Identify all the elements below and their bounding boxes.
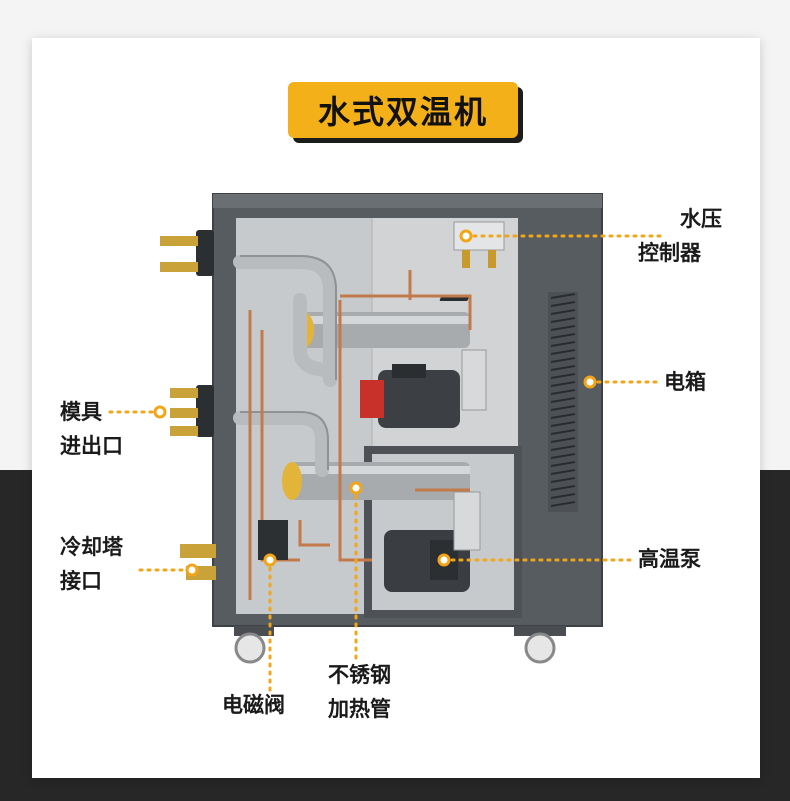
- callout-heater-line1: 不锈钢: [328, 663, 391, 687]
- marker-water-pressure: [459, 229, 473, 243]
- wheel-right: [514, 626, 566, 664]
- callout-mold-port: 模具 进出口: [60, 395, 123, 463]
- callout-heater: 不锈钢 加热管: [328, 658, 391, 726]
- cabinet-top: [213, 194, 602, 208]
- marker-cooling-tower: [185, 563, 199, 577]
- lower-terminal: [453, 491, 481, 551]
- marker-heater: [349, 481, 363, 495]
- callout-mold-port-line1: 模具: [60, 400, 102, 424]
- title-badge: 水式双温机: [288, 82, 518, 138]
- callout-cooling-tower: 冷却塔 接口: [60, 530, 123, 598]
- callout-water-pressure-line1: 水压: [680, 207, 722, 231]
- heater-terminal: [461, 349, 487, 411]
- upper-pump: [360, 364, 460, 428]
- callout-mold-port-line2: 进出口: [60, 434, 123, 458]
- callout-water-pressure: 水压 控制器: [638, 202, 722, 270]
- callout-cooling-tower-line1: 冷却塔: [60, 535, 123, 559]
- callout-electric-box: 电箱: [664, 370, 706, 394]
- marker-high-temp-pump: [437, 553, 451, 567]
- callout-high-temp-pump: 高温泵: [638, 547, 701, 571]
- solenoid-valve: [258, 520, 288, 560]
- heater-tube-upper: [294, 312, 470, 348]
- marker-mold-port: [153, 405, 167, 419]
- callout-solenoid-valve: 电磁阀: [222, 693, 285, 717]
- callout-cooling-tower-line2: 接口: [60, 569, 102, 593]
- wheel-left: [234, 626, 274, 664]
- lower-divider: [364, 446, 522, 618]
- marker-solenoid-valve: [263, 553, 277, 567]
- callout-water-pressure-line2: 控制器: [638, 241, 701, 265]
- mold-port-fittings: [160, 230, 216, 580]
- vent-grid: [548, 292, 578, 512]
- marker-electric-box: [583, 375, 597, 389]
- callout-heater-line2: 加热管: [328, 697, 391, 721]
- heater-tube-lower: [282, 462, 470, 500]
